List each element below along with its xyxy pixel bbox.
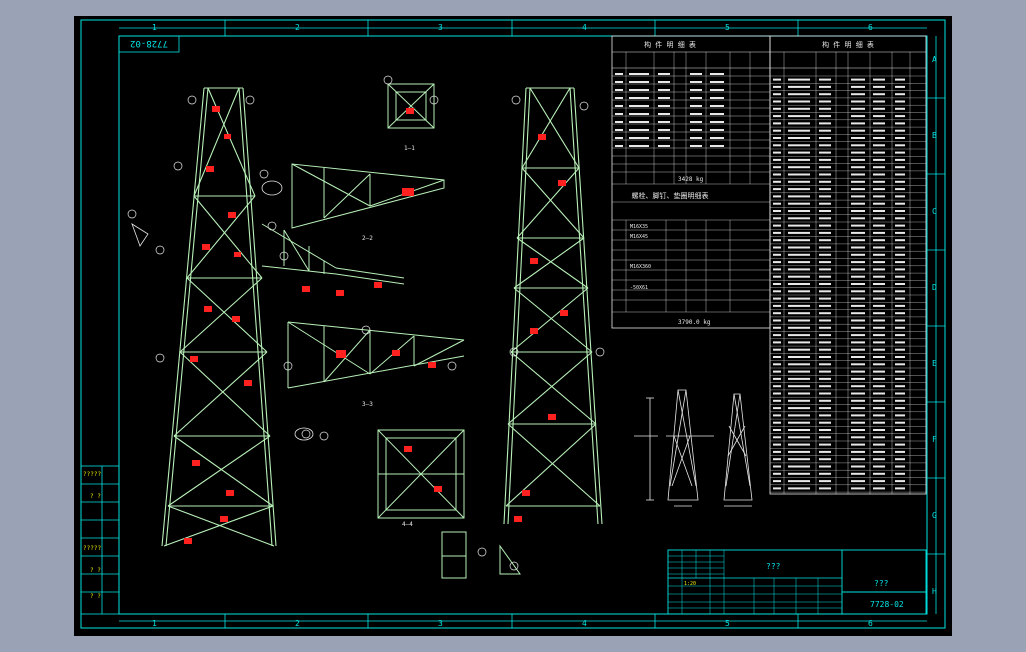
section-2-2 [291, 163, 445, 229]
tower-elevation-middle [503, 87, 603, 525]
side-detail-shapes [131, 180, 314, 441]
bolt-row-2: M16X45 [630, 234, 648, 240]
outer-frame [80, 19, 946, 629]
grid-row-e: E [932, 359, 937, 368]
grid-col-top-3: 3 [438, 23, 443, 32]
side-label-1: ????? [83, 471, 101, 478]
grid-col-bottom-4: 4 [582, 619, 587, 628]
title-block: ??? ??? 7728-02 1:20 [667, 549, 927, 615]
inner-frame [118, 35, 928, 615]
scale-label: 1:20 [684, 581, 696, 587]
section-label-4-4: 4—4 [402, 521, 413, 528]
drawing-code: 7728-02 [870, 600, 904, 609]
crossarm-upper [261, 223, 405, 285]
grid-col-bottom-3: 3 [438, 619, 443, 628]
grid-row-h: H [932, 587, 937, 596]
section-4-4 [377, 429, 465, 519]
grid-row-d: D [932, 283, 937, 292]
grid-col-bottom-6: 6 [868, 619, 873, 628]
grid-row-f: F [932, 435, 937, 444]
crossarm-lower [287, 321, 465, 389]
tower-outline-elevation [634, 389, 753, 507]
grid-col-top-6: 6 [868, 23, 873, 32]
bolt-row-3: M16X360 [630, 264, 651, 270]
grid-col-bottom-2: 2 [295, 619, 300, 628]
grid-row-c: C [932, 207, 937, 216]
side-label-5: ? ? [90, 593, 101, 600]
member-table-title-right: 构 件 明 细 表 [822, 40, 874, 49]
bolt-row-1: M16X35 [630, 224, 648, 230]
grand-total: 3790.0 kg [678, 319, 711, 326]
bolt-table-title: 螺栓、脚钉、垫圈明细表 [632, 191, 709, 200]
foot-detail [441, 531, 521, 579]
drawing-number-rotated: 7728-02 [130, 38, 168, 48]
side-label-3: ????? [83, 545, 101, 552]
drawing-title: ??? [874, 579, 889, 588]
drawing-number-box: 7728-02 [118, 35, 180, 53]
section-label-3-3: 3—3 [362, 401, 373, 408]
member-table-left: 构 件 明 细 表 3428 kg 螺栓、脚钉、垫圈明细表 M16X35 M16… [611, 35, 771, 329]
section-label-1-1: 1—1 [404, 145, 415, 152]
grid-col-bottom-1: 1 [152, 619, 157, 628]
member-total: 3428 kg [678, 176, 704, 183]
member-table-title: 构 件 明 细 表 [644, 40, 696, 49]
grid-col-top-4: 4 [582, 23, 587, 32]
grid-row-g: G [932, 511, 937, 520]
part-callouts [184, 106, 568, 544]
left-side-strip: ????? ? ? ????? ? ? ? ? [80, 465, 120, 615]
tower-elevation-left [161, 87, 277, 547]
grid-col-top-1: 1 [152, 23, 157, 32]
grid-row-b: B [932, 131, 937, 140]
node-callout-circles [127, 75, 605, 571]
grid-col-top-5: 5 [725, 23, 730, 32]
cad-drawing: 1 2 3 4 5 6 1 2 3 4 5 6 A B C D E F G H … [80, 19, 946, 629]
grid-col-top-2: 2 [295, 23, 300, 32]
member-table-right: 构 件 明 细 表 [769, 35, 927, 495]
side-label-4: ? ? [90, 567, 101, 574]
section-label-2-2: 2—2 [362, 235, 373, 242]
bolt-row-4: -50X61 [630, 285, 648, 291]
side-label-2: ? ? [90, 493, 101, 500]
section-1-1 [387, 83, 435, 129]
grid-col-bottom-5: 5 [725, 619, 730, 628]
project-name: ??? [766, 562, 781, 571]
drawing-sheet: 1 2 3 4 5 6 1 2 3 4 5 6 A B C D E F G H … [74, 16, 952, 636]
grid-row-a: A [932, 55, 937, 64]
